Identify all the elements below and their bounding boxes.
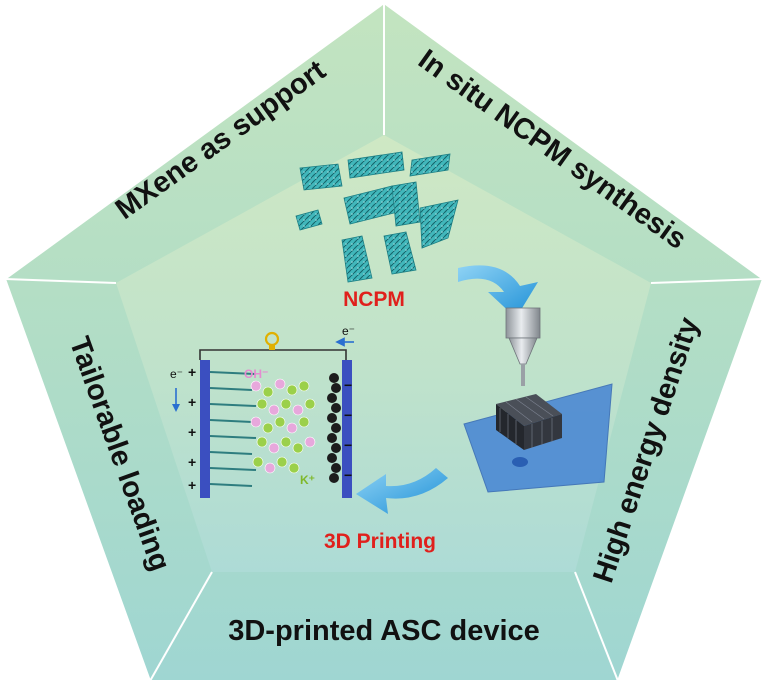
svg-text:−: − (344, 407, 352, 423)
svg-text:−: − (344, 467, 352, 483)
oh-ion-label: OH⁻ (244, 367, 268, 381)
nanosheet (295, 209, 323, 231)
printer-nozzle (505, 307, 541, 386)
svg-text:+: + (188, 454, 196, 470)
ncpm-nanosheets (295, 151, 459, 283)
svg-text:+: + (188, 394, 196, 410)
3d-printing-label: 3D Printing (324, 530, 436, 553)
electron-label-left: e⁻ (170, 367, 183, 381)
k-ion-label: K⁺ (300, 473, 315, 487)
nanosheet (409, 153, 451, 177)
negative-electrode (342, 360, 352, 498)
minus-signs: − − − − (344, 377, 352, 483)
plus-signs: + + + + + (188, 364, 196, 493)
printed-lattice-block (496, 394, 562, 467)
arrow-to-printer (458, 265, 538, 318)
label-3d-printed-device: 3D-printed ASC device (228, 615, 540, 647)
nanosheet (391, 181, 421, 227)
ncpm-label: NCPM (343, 288, 405, 311)
svg-text:+: + (188, 477, 196, 493)
svg-text:−: − (344, 377, 352, 393)
lightbulb-icon (264, 331, 280, 350)
nanosheet (299, 163, 343, 191)
nanosheet (383, 231, 417, 275)
negative-coating-beads (327, 373, 341, 483)
nanosheet (419, 199, 459, 249)
svg-text:−: − (344, 437, 352, 453)
arrow-to-device (356, 468, 448, 514)
svg-text:+: + (188, 364, 196, 380)
electron-label-right: e⁻ (342, 324, 355, 338)
nanosheet (341, 235, 373, 283)
asc-device: e⁻ e⁻ + + + + + (170, 324, 355, 498)
ncpm-coating-fibers (209, 371, 257, 487)
svg-text:+: + (188, 424, 196, 440)
ions (250, 378, 316, 474)
positive-electrode (200, 360, 210, 498)
nanosheet (347, 151, 405, 179)
